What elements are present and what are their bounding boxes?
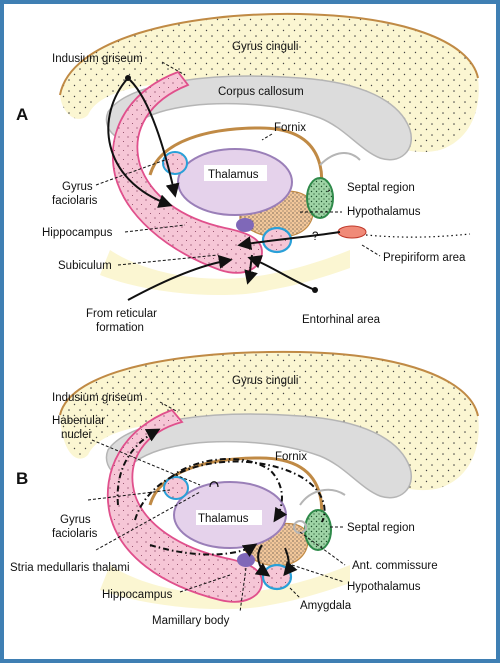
label-hypothalamus-a: Hypothalamus: [347, 206, 421, 218]
label-gyrus-cinguli-b: Gyrus cinguli: [232, 375, 298, 387]
label-septal-region-b: Septal region: [347, 522, 415, 534]
lower-cortex-b: [100, 565, 350, 610]
panel-b: B Gyrus cinguli Indusium griseum Habenul…: [10, 350, 479, 627]
label-mamillary-body-b: Mamillary body: [152, 615, 230, 627]
label-fornix-a: Fornix: [274, 122, 306, 134]
prepiriform-a: [337, 225, 367, 239]
mamillary-a: [236, 218, 254, 232]
label-ant-commissure-b: Ant. commissure: [352, 560, 438, 572]
panel-letter-b: B: [16, 469, 28, 488]
label-habenular-b-1: Habenular: [52, 415, 105, 427]
label-indusium-griseum-a: Indusium griseum: [52, 53, 143, 65]
label-hippocampus-b: Hippocampus: [102, 589, 173, 601]
label-corpus-callosum-a: Corpus callosum: [218, 86, 304, 98]
septal-region-a: [306, 177, 334, 219]
label-fornix-b: Fornix: [275, 451, 307, 463]
label-thalamus-b: Thalamus: [198, 513, 249, 525]
label-prepiriform-a: Prepiriform area: [383, 252, 466, 264]
small-nucleus-b: [163, 476, 189, 500]
label-gyrus-faciolaris-a-1: Gyrus: [62, 181, 93, 193]
label-hippocampus-a: Hippocampus: [42, 227, 113, 239]
label-septal-region-a: Septal region: [347, 182, 415, 194]
label-gyrus-cinguli-a: Gyrus cinguli: [232, 41, 298, 53]
label-from-reticular-a-2: formation: [96, 322, 144, 334]
amygdala-b: [261, 563, 293, 591]
label-question-a: ?: [312, 231, 318, 243]
panel-a: A Gyrus cinguli Indusium griseum Corpus …: [16, 12, 479, 334]
label-habenular-b-2: nuclei: [61, 429, 91, 441]
label-stria-medullaris-b: Stria medullaris thalami: [10, 562, 130, 574]
label-gyrus-faciolaris-b-2: faciolaris: [52, 528, 98, 540]
label-indusium-griseum-b: Indusium griseum: [52, 392, 143, 404]
label-entorhinal-a: Entorhinal area: [302, 314, 381, 326]
label-amygdala-b: Amygdala: [300, 600, 352, 612]
label-thalamus-a: Thalamus: [208, 169, 259, 181]
label-subiculum-a: Subiculum: [58, 260, 112, 272]
hippocampus-a: [111, 70, 263, 274]
label-from-reticular-a-1: From reticular: [86, 308, 157, 320]
thalamus-a: [177, 148, 293, 216]
panel-letter-a: A: [16, 105, 28, 124]
label-gyrus-faciolaris-b-1: Gyrus: [60, 514, 91, 526]
mamillary-b: [237, 553, 255, 567]
hippocampus-b: [106, 408, 263, 603]
ant-commissure-b: [293, 520, 307, 534]
label-hypothalamus-b: Hypothalamus: [347, 581, 421, 593]
septal-region-b: [304, 509, 332, 551]
label-gyrus-faciolaris-a-2: faciolaris: [52, 195, 98, 207]
